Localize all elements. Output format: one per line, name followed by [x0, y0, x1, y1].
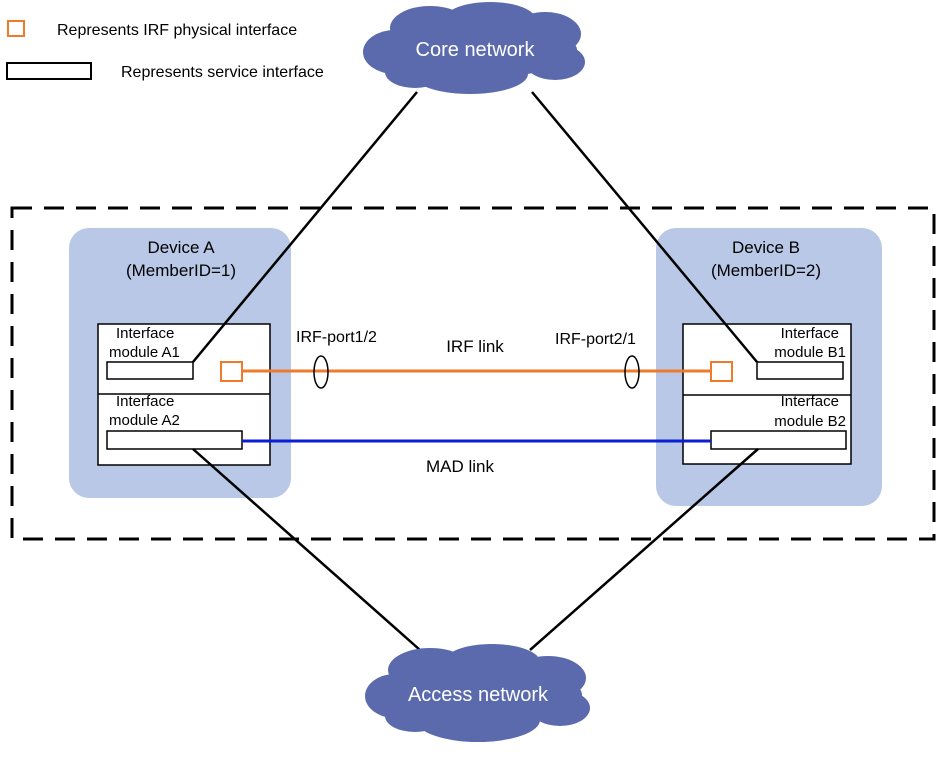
irf-port-a-label: IRF-port1/2: [296, 329, 377, 346]
device-a-name: Device A: [147, 238, 215, 257]
uplink-b-to-core: [531, 91, 758, 363]
irf-port-b-label: IRF-port2/1: [555, 331, 636, 348]
core-network-cloud: Core network: [363, 2, 585, 94]
irf-link-label: IRF link: [446, 337, 504, 356]
module-a2-label-line2: module A2: [109, 412, 180, 429]
module-b2-service-interface: [710, 430, 847, 450]
device-b-name: Device B: [732, 238, 800, 257]
uplink-a-to-core: [192, 91, 418, 363]
module-a2-service-interface: [106, 430, 243, 450]
downlink-b-to-access: [529, 448, 759, 651]
legend-service-label: Represents service interface: [121, 64, 324, 81]
module-a2-label-line1: Interface: [116, 393, 174, 410]
irf-port-a-marker: [313, 355, 329, 389]
irf-fabric-boundary: [10, 206, 936, 541]
module-a1-label-line1: Interface: [116, 325, 174, 342]
module-b1-label-line2: module B1: [774, 344, 846, 361]
legend: Represents IRF physical interface Repres…: [6, 20, 324, 81]
device-b-member-id: (MemberID=2): [711, 261, 821, 280]
irf-port-b-marker: [624, 355, 640, 389]
core-network-label: Core network: [416, 39, 536, 61]
device-a-member-id: (MemberID=1): [126, 261, 236, 280]
legend-service-interface-swatch: [6, 62, 92, 80]
module-a1-irf-interface: [220, 361, 243, 382]
module-b1-service-interface: [756, 361, 844, 380]
module-b2-label-line2: module B2: [774, 413, 846, 430]
module-b1-label-line1: Interface: [781, 325, 839, 342]
access-network-label: Access network: [408, 684, 549, 706]
module-a1-label-line2: module A1: [109, 344, 180, 361]
device-b-modules: Interface module B1 Interface module B2: [682, 323, 852, 465]
downlink-a-to-access: [192, 448, 421, 651]
module-b1-irf-interface: [710, 361, 733, 382]
legend-irf-label: Represents IRF physical interface: [57, 22, 297, 39]
module-a1-service-interface: [106, 361, 194, 380]
device-a-modules: Interface module A1 Interface module A2: [97, 323, 271, 466]
legend-irf-interface-swatch: [7, 20, 25, 37]
access-network-cloud: Access network: [365, 644, 590, 742]
module-b2-label-line1: Interface: [781, 393, 839, 410]
mad-link-label: MAD link: [426, 457, 495, 476]
